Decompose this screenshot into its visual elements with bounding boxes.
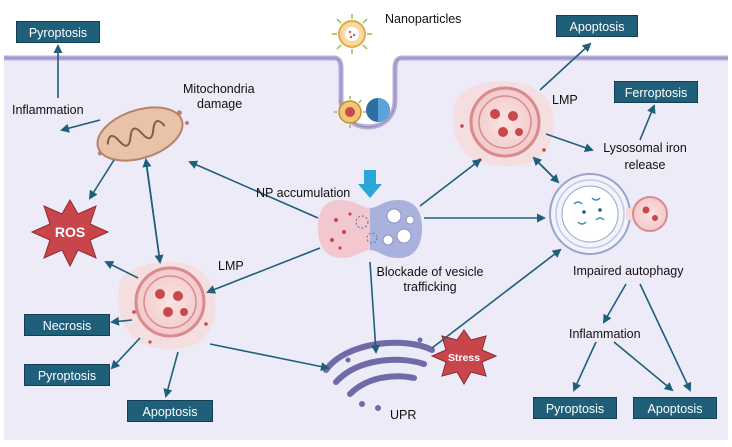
inflammation-left-label: Inflammation xyxy=(12,103,84,117)
arrow-lmp-right-to-iron xyxy=(545,133,594,152)
ros-label: ROS xyxy=(55,224,85,240)
stress-burst-icon xyxy=(430,329,498,385)
pyroptosis-box-bottom-left: Pyroptosis xyxy=(24,364,110,386)
pyroptosis-box-bottom-right: Pyroptosis xyxy=(533,397,617,419)
arrow-autophagy-to-inflammation xyxy=(602,283,627,324)
inflammation-right-label: Inflammation xyxy=(569,327,641,341)
arrow-inflammation-to-pyroptosis-right xyxy=(572,341,597,392)
apoptosis-box-bottom-left: Apoptosis xyxy=(127,400,213,422)
lysosome-right-icon xyxy=(452,81,554,167)
apoptosis-box-top: Apoptosis xyxy=(556,15,638,37)
down-arrow-icon xyxy=(358,170,382,198)
nanoparticles-label: Nanoparticles xyxy=(385,12,462,26)
arrow-vesicle-to-lmp-right xyxy=(419,158,482,207)
arrow-vesicle-to-mito xyxy=(188,160,319,219)
vesicle-blockade-icon xyxy=(318,200,422,258)
impaired-autophagy-label: Impaired autophagy xyxy=(573,264,684,278)
mitochondria-label: Mitochondria xyxy=(183,82,255,96)
arrow-mito-to-inflammation xyxy=(60,119,101,133)
lysosomal-iron-label-2: release xyxy=(624,158,666,172)
apoptosis-box-bottom-right: Apoptosis xyxy=(633,397,717,419)
arrow-autophagy-to-apoptosis-right xyxy=(639,283,692,392)
arrow-vesicle-to-upr xyxy=(369,261,381,354)
arrow-lmp-left-to-necrosis xyxy=(110,316,133,326)
ros-burst-icon xyxy=(30,198,110,268)
mitochondria-icon xyxy=(96,106,189,162)
endocytosed-nanoparticle-icon xyxy=(334,96,390,128)
damage-label: damage xyxy=(197,97,243,111)
lmp-left-label: LMP xyxy=(218,259,244,273)
lysosomal-iron-label-1: Lysosomal iron xyxy=(603,141,687,155)
arrow-mito-to-ros xyxy=(88,159,115,200)
arrow-lmp-left-to-upr xyxy=(209,343,330,372)
stress-label: Stress xyxy=(448,352,480,364)
arrow-lmp-left-to-ros xyxy=(104,261,139,279)
pyroptosis-box-top-left: Pyroptosis xyxy=(16,21,100,43)
lysosome-left-icon xyxy=(118,261,216,350)
nanoparticle-icon xyxy=(332,14,372,54)
arrow-lmp-right-to-apoptosis xyxy=(539,42,592,91)
lmp-right-label: LMP xyxy=(552,93,578,107)
autophagosome-icon xyxy=(549,173,668,255)
arrow-upr-to-autophagy xyxy=(431,248,562,349)
necrosis-box: Necrosis xyxy=(24,314,110,336)
arrow-lmp-left-to-apoptosis xyxy=(163,351,179,398)
arrow-lmp-left-to-mito xyxy=(142,158,161,263)
arrow-iron-to-ferroptosis xyxy=(639,104,656,141)
np-accumulation-label: NP accumulation xyxy=(256,186,351,200)
pathway-arrows xyxy=(53,42,692,398)
ferroptosis-box: Ferroptosis xyxy=(614,81,698,103)
blockade-label-2: trafficking xyxy=(403,280,457,294)
arrow-inflammation-to-apoptosis-right xyxy=(613,341,674,392)
arrow-lmp-left-to-pyroptosis xyxy=(110,337,141,370)
blockade-label-1: Blockade of vesicle xyxy=(376,265,484,279)
upr-label: UPR xyxy=(390,408,417,422)
arrow-autophagy-to-lmp-right xyxy=(532,156,559,183)
arrow-vesicle-to-lmp-left xyxy=(206,247,321,294)
